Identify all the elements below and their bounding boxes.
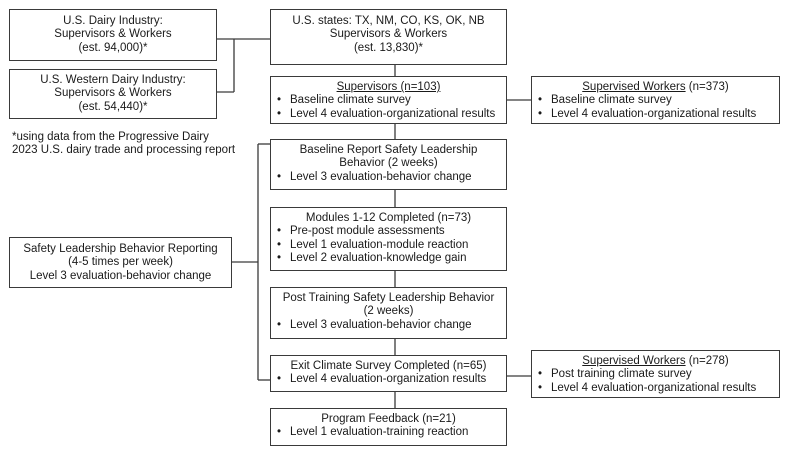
footnote-line-1: *using data from the Progressive Dairy <box>12 131 209 143</box>
list-item: Level 4 evaluation-organizational result… <box>532 108 779 122</box>
supervised-workers-post-title: Supervised Workers (n=278) <box>532 355 779 368</box>
us-states-box: U.S. states: TX, NM, CO, KS, OK, NB Supe… <box>270 9 507 65</box>
baseline-report-box: Baseline Report Safety Leadership Behavi… <box>270 139 507 190</box>
supervised-workers-label: Supervised Workers <box>582 81 686 93</box>
program-feedback-list: Level 1 evaluation-training reaction <box>271 426 506 440</box>
program-feedback-title: Program Feedback (n=21) <box>321 413 456 425</box>
post-training-list: Level 3 evaluation-behavior change <box>271 319 506 333</box>
supervised-workers-label: Supervised Workers <box>582 355 686 367</box>
us-dairy-line-1: U.S. Dairy Industry: <box>63 15 163 27</box>
us-western-line-1: U.S. Western Dairy Industry: <box>40 74 186 86</box>
list-item: Level 4 evaluation-organizational result… <box>271 108 506 122</box>
baseline-report-list: Level 3 evaluation-behavior change <box>271 171 506 185</box>
baseline-report-title-2: Behavior (2 weeks) <box>339 157 438 170</box>
post-training-box: Post Training Safety Leadership Behavior… <box>270 287 507 339</box>
us-states-line-2: Supervisors & Workers <box>329 28 448 41</box>
list-item: Baseline climate survey <box>271 94 506 108</box>
supervisors-title: Supervisors (n=103) <box>336 81 441 93</box>
us-western-line-2: Supervisors & Workers <box>54 87 172 100</box>
supervisors-box: Supervisors (n=103) Baseline climate sur… <box>270 76 507 124</box>
list-item: Level 3 evaluation-behavior change <box>271 319 506 333</box>
modules-list: Pre-post module assessments Level 1 eval… <box>271 225 506 266</box>
exit-survey-list: Level 4 evaluation-organization results <box>271 373 506 387</box>
supervised-workers-count: (n=373) <box>685 81 729 93</box>
reporting-line-3: Level 3 evaluation-behavior change <box>29 269 212 282</box>
exit-climate-survey-box: Exit Climate Survey Completed (n=65) Lev… <box>270 355 507 392</box>
modules-title: Modules 1-12 Completed (n=73) <box>305 212 472 224</box>
supervised-workers-post-box: Supervised Workers (n=278) Post training… <box>531 350 780 398</box>
program-feedback-box: Program Feedback (n=21) Level 1 evaluati… <box>270 408 507 446</box>
us-dairy-line-3: (est. 94,000)* <box>78 41 148 54</box>
reporting-line-2: (4-5 times per week) <box>68 256 173 269</box>
list-item: Level 4 evaluation-organizational result… <box>532 382 779 396</box>
list-item: Post training climate survey <box>532 368 779 382</box>
list-item: Level 1 evaluation-module reaction <box>271 239 506 253</box>
us-dairy-line-2: Supervisors & Workers <box>54 28 172 41</box>
us-states-line-1: U.S. states: TX, NM, CO, KS, OK, NB <box>292 15 485 27</box>
list-item: Level 1 evaluation-training reaction <box>271 426 506 440</box>
footnote: *using data from the Progressive Dairy 2… <box>12 131 235 158</box>
footnote-line-2: 2023 U.S. dairy trade and processing rep… <box>12 144 236 157</box>
supervised-workers-baseline-title: Supervised Workers (n=373) <box>532 81 779 94</box>
supervised-workers-baseline-list: Baseline climate survey Level 4 evaluati… <box>532 94 779 121</box>
supervised-workers-post-list: Post training climate survey Level 4 eva… <box>532 368 779 395</box>
supervisors-list: Baseline climate survey Level 4 evaluati… <box>271 94 506 121</box>
post-training-title-2: (2 weeks) <box>363 305 414 318</box>
list-item: Level 2 evaluation-knowledge gain <box>271 252 506 266</box>
supervised-workers-baseline-box: Supervised Workers (n=373) Baseline clim… <box>531 76 780 124</box>
list-item: Level 3 evaluation-behavior change <box>271 171 506 185</box>
modules-box: Modules 1-12 Completed (n=73) Pre-post m… <box>270 207 507 271</box>
baseline-report-title-1: Baseline Report Safety Leadership <box>299 144 478 156</box>
post-training-title-1: Post Training Safety Leadership Behavior <box>282 292 495 304</box>
us-dairy-industry-box: U.S. Dairy Industry: Supervisors & Worke… <box>9 9 217 61</box>
safety-leadership-reporting-box: Safety Leadership Behavior Reporting (4-… <box>9 237 232 288</box>
us-western-dairy-box: U.S. Western Dairy Industry: Supervisors… <box>9 69 217 119</box>
exit-survey-title: Exit Climate Survey Completed (n=65) <box>290 360 487 372</box>
us-western-line-3: (est. 54,440)* <box>78 100 148 113</box>
list-item: Level 4 evaluation-organization results <box>271 373 506 387</box>
reporting-line-1: Safety Leadership Behavior Reporting <box>23 243 218 255</box>
list-item: Baseline climate survey <box>532 94 779 108</box>
us-states-line-3: (est. 13,830)* <box>353 41 424 54</box>
list-item: Pre-post module assessments <box>271 225 506 239</box>
supervised-workers-count: (n=278) <box>685 355 729 367</box>
